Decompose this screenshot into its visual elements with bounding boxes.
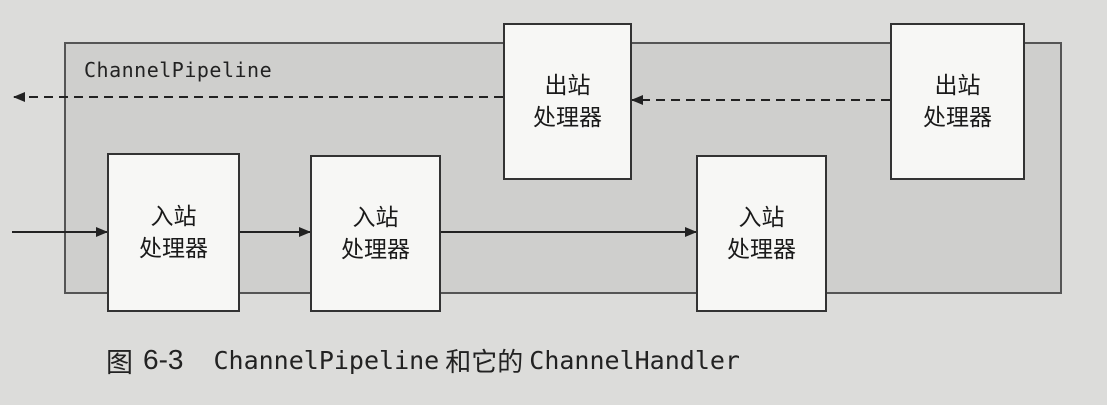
- outbound-handler-1: 出站 处理器: [503, 23, 632, 180]
- caption-connector: 和它的: [445, 347, 524, 378]
- handler-label: 处理器: [341, 236, 410, 263]
- handler-label: 处理器: [923, 104, 992, 131]
- inbound-handler-3: 入站 处理器: [696, 155, 827, 312]
- pipeline-label: ChannelPipeline: [84, 58, 273, 82]
- handler-type-label: 入站: [738, 204, 785, 231]
- caption-figure-word: 图: [106, 347, 133, 379]
- handler-type-label: 入站: [352, 204, 399, 231]
- handler-label: 处理器: [533, 104, 602, 131]
- inbound-handler-2: 入站 处理器: [310, 155, 441, 312]
- handler-label: 处理器: [139, 235, 208, 262]
- caption-handler-term: ChannelHandler: [529, 345, 740, 375]
- handler-type-label: 出站: [544, 72, 591, 99]
- handler-label: 处理器: [727, 236, 796, 263]
- figure-caption: 图 6-3 ChannelPipeline 和它的 ChannelHandler: [106, 338, 740, 382]
- caption-pipeline-term: ChannelPipeline: [213, 345, 440, 375]
- outbound-handler-2: 出站 处理器: [890, 23, 1025, 180]
- handler-type-label: 入站: [150, 203, 197, 230]
- caption-figure-number: 6-3: [143, 344, 184, 375]
- handler-type-label: 出站: [934, 72, 981, 99]
- inbound-handler-1: 入站 处理器: [107, 153, 240, 312]
